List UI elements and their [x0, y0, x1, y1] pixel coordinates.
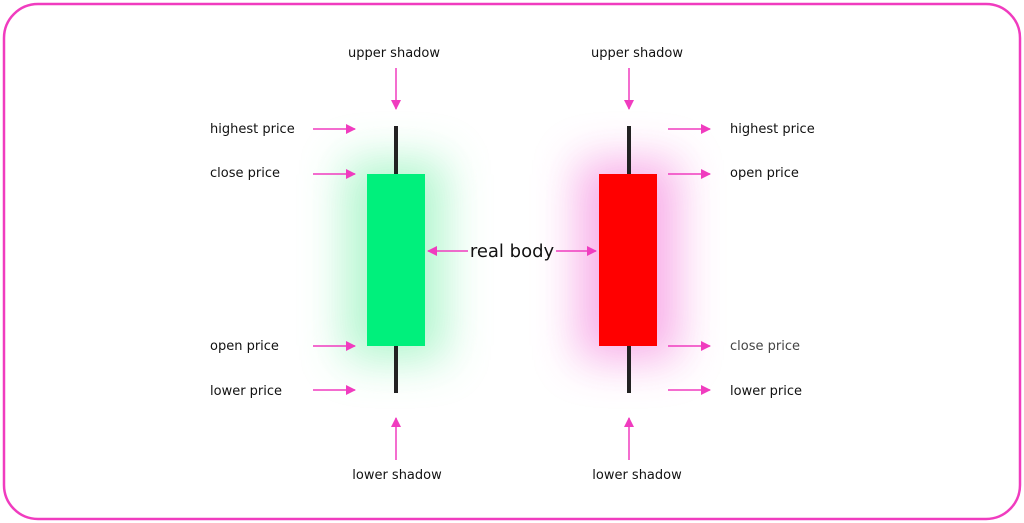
bull-close-price-label: close price: [210, 166, 280, 181]
bearish-labels: upper shadow highest price open price cl…: [591, 46, 815, 483]
bear-upper-shadow-label: upper shadow: [591, 46, 683, 61]
bear-lower-price-label: lower price: [730, 384, 802, 399]
bear-open-price-label: open price: [730, 166, 799, 181]
bear-close-price-label: close price: [730, 339, 800, 354]
bull-lower-shadow-label: lower shadow: [352, 468, 442, 483]
bearish-real-body: [599, 174, 657, 346]
bear-highest-price-label: highest price: [730, 122, 815, 137]
bear-lower-shadow-label: lower shadow: [592, 468, 682, 483]
bull-open-price-label: open price: [210, 339, 279, 354]
bullish-candle: [345, 126, 445, 393]
bull-highest-price-label: highest price: [210, 122, 295, 137]
bull-upper-shadow-label: upper shadow: [348, 46, 440, 61]
bearish-candle: [578, 126, 678, 393]
bearish-arrows: [624, 68, 711, 460]
bull-lower-price-label: lower price: [210, 384, 282, 399]
bullish-arrows: [313, 68, 401, 460]
real-body-label: real body: [470, 241, 555, 262]
bullish-real-body: [367, 174, 425, 346]
bullish-labels: upper shadow highest price close price o…: [210, 46, 442, 483]
